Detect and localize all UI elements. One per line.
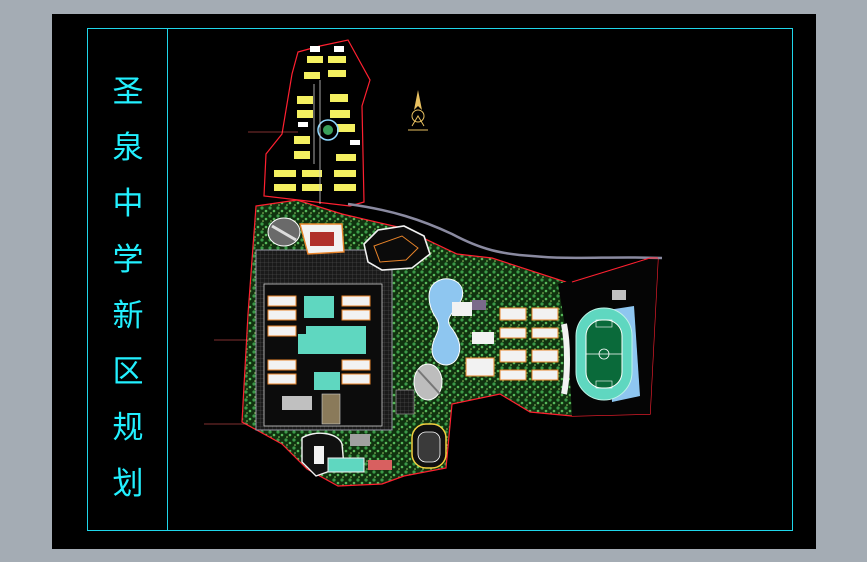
north-arrow-icon <box>408 90 428 131</box>
title-char-1: 圣 <box>112 74 144 110</box>
title-char-4: 学 <box>112 242 144 278</box>
title-column: 圣 泉 中 学 新 区 规 划 <box>88 29 168 530</box>
lake <box>428 278 494 366</box>
auditorium <box>363 225 431 271</box>
title-char-2: 泉 <box>112 130 144 166</box>
title-char-5: 新 <box>112 298 144 334</box>
drawing-frame: 圣 泉 中 学 新 区 规 划 <box>87 28 793 531</box>
east-blocks <box>465 300 559 381</box>
residential-area <box>263 39 371 207</box>
title-char-8: 划 <box>112 466 144 502</box>
sports-field <box>561 290 640 402</box>
south-halls <box>301 363 447 477</box>
site-plan <box>204 39 663 487</box>
title-char-3: 中 <box>112 186 144 222</box>
title-char-7: 规 <box>112 410 144 446</box>
plan-labels <box>204 131 298 425</box>
title-char-6: 区 <box>112 354 144 390</box>
creek <box>347 202 663 283</box>
drawing-sheet: 圣 泉 中 学 新 区 规 划 <box>52 14 816 549</box>
campus-core <box>255 217 393 431</box>
